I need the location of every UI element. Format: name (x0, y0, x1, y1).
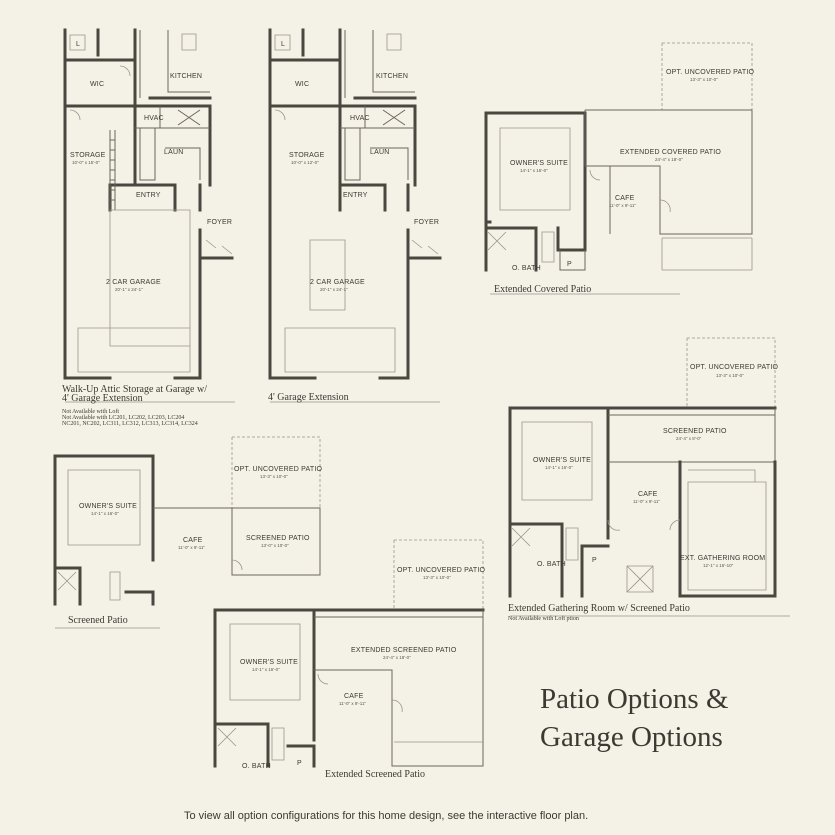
plan-extended-covered-patio: OPT. UNCOVERED PATIO 13'-3" x 10'-0" OWN… (484, 42, 754, 295)
screened-patio-dim: 13'-0" x 10'-0" (261, 543, 289, 548)
screened-suite-label: OWNER'S SUITE (79, 503, 137, 510)
ext-gathering-opt-patio-label: OPT. UNCOVERED PATIO (690, 364, 778, 371)
ext-gathering-caption: Extended Gathering Room w/ Screened Pati… (508, 603, 690, 614)
ext-gathering-p-label: P (592, 557, 597, 564)
ext-screened-cafe-label: CAFE (344, 693, 364, 700)
garage-ext-laun-label: LAUN (370, 149, 389, 156)
walkup-kitchen-label: KITCHEN (170, 73, 202, 80)
ext-covered-caption: Extended Covered Patio (494, 284, 591, 295)
screened-patio-label: SCREENED PATIO (246, 535, 310, 542)
walkup-wic-label: WIC (90, 81, 104, 88)
ext-gathering-suite-label: OWNER'S SUITE (533, 457, 591, 464)
garage-ext-l-label: L (281, 41, 285, 48)
ext-gathering-patio-dim: 24'-4" x 8'-0" (676, 436, 702, 441)
page-title-line-1: Patio Options & (540, 683, 729, 715)
ext-gathering-cafe-dim: 11'-0" x 9'-11" (633, 499, 660, 504)
garage-ext-entry-label: ENTRY (343, 192, 368, 199)
ext-screened-p-label: P (297, 760, 302, 767)
ext-covered-opt-patio-dim: 13'-3" x 10'-0" (690, 77, 718, 82)
screened-caption: Screened Patio (68, 615, 128, 626)
garage-ext-hvac-label: HVAC (350, 115, 370, 122)
garage-ext-foyer-label: FOYER (414, 219, 439, 226)
ext-screened-cafe-dim: 11'-0" x 9'-11" (339, 701, 366, 706)
ext-covered-cafe-label: CAFE (615, 195, 635, 202)
walkup-note-2: Not Available with LC201, LC202, LC203, … (62, 415, 184, 421)
walkup-hvac-label: HVAC (144, 115, 164, 122)
walkup-entry-label: ENTRY (136, 192, 161, 199)
plan-extended-screened-patio: OPT. UNCOVERED PATIO 13'-3" x 10'-0" OWN… (213, 539, 485, 780)
plan-screened-patio: OPT. UNCOVERED PATIO 13'-3" x 10'-0" OWN… (53, 436, 322, 629)
garage-ext-storage-label: STORAGE (289, 152, 325, 159)
garage-ext-wic-label: WIC (295, 81, 309, 88)
ext-gathering-note: Not Available with Loft ption (508, 615, 579, 622)
ext-covered-opt-patio-label: OPT. UNCOVERED PATIO (666, 69, 754, 76)
ext-gathering-patio-label: SCREENED PATIO (663, 428, 727, 435)
ext-screened-suite-label: OWNER'S SUITE (240, 659, 298, 666)
ext-gathering-cafe-label: CAFE (638, 491, 658, 498)
ext-screened-bath-label: O. BATH (242, 763, 271, 770)
garage-ext-storage-dim: 10'-0" x 12'-0" (291, 160, 319, 165)
ext-covered-patio-label: EXTENDED COVERED PATIO (620, 149, 721, 156)
walkup-storage-label: STORAGE (70, 152, 106, 159)
plan-extended-gathering-room: OPT. UNCOVERED PATIO 13'-3" x 10'-0" OWN… (508, 337, 790, 622)
walkup-laun-label: LAUN (164, 149, 183, 156)
ext-covered-cafe-dim: 11'-0" x 9'-11" (609, 203, 636, 208)
ext-gathering-bath-label: O. BATH (537, 561, 566, 568)
ext-covered-suite-label: OWNER'S SUITE (510, 160, 568, 167)
walkup-note-1: Not Available with Loft (62, 408, 119, 415)
ext-covered-patio-dim: 24'-4" x 18'-0" (655, 157, 683, 162)
ext-screened-opt-patio-label: OPT. UNCOVERED PATIO (397, 567, 485, 574)
walkup-garage-label: 2 CAR GARAGE (106, 279, 161, 286)
screened-cafe-dim: 11'-0" x 9'-11" (178, 545, 205, 550)
walkup-note-3: NC201, NC202, LC311, LC312, LC313, LC314… (62, 421, 198, 427)
garage-ext-kitchen-label: KITCHEN (376, 73, 408, 80)
garage-ext-garage-label: 2 CAR GARAGE (310, 279, 365, 286)
plan-walkup-attic: L WIC KITCHEN HVAC LAUN STORAGE 10'-0" x… (62, 28, 235, 427)
page-title-line-2: Garage Options (540, 721, 723, 753)
walkup-storage-dim: 10'-0" x 15'-0" (72, 160, 100, 165)
walkup-foyer-label: FOYER (207, 219, 232, 226)
ext-screened-patio-dim: 24'-4" x 18'-0" (383, 655, 411, 660)
ext-screened-suite-dim: 14'-1" x 16'-0" (252, 667, 280, 672)
walkup-garage-dim: 20'-1" x 24'-1" (115, 287, 143, 292)
ext-gathering-room-label: EXT. GATHERING ROOM (680, 555, 765, 562)
ext-covered-suite-dim: 14'-1" x 16'-0" (520, 168, 548, 173)
screened-opt-patio-label: OPT. UNCOVERED PATIO (234, 466, 322, 473)
footer-note: To view all option configurations for th… (184, 810, 588, 822)
ext-covered-bath-label: O. BATH (512, 265, 541, 272)
walkup-caption-2: 4' Garage Extension (62, 393, 143, 404)
ext-screened-caption: Extended Screened Patio (325, 769, 425, 780)
ext-screened-opt-patio-dim: 13'-3" x 10'-0" (423, 575, 451, 580)
screened-cafe-label: CAFE (183, 537, 203, 544)
screened-suite-dim: 14'-1" x 16'-0" (91, 511, 119, 516)
walkup-l-label: L (76, 41, 80, 48)
ext-gathering-room-dim: 12'-1" x 16'-10" (703, 563, 734, 568)
garage-ext-garage-dim: 20'-1" x 24'-1" (320, 287, 348, 292)
ext-screened-patio-label: EXTENDED SCREENED PATIO (351, 647, 457, 654)
ext-gathering-opt-patio-dim: 13'-3" x 10'-0" (716, 373, 744, 378)
walkup-caption-1: Walk-Up Attic Storage at Garage w/ (62, 384, 207, 395)
plan-garage-extension: L WIC KITCHEN HVAC LAUN STORAGE 10'-0" x… (268, 28, 442, 403)
garage-ext-caption: 4' Garage Extension (268, 392, 349, 403)
ext-gathering-suite-dim: 14'-1" x 16'-0" (545, 465, 573, 470)
ext-covered-p-label: P (567, 261, 572, 268)
screened-opt-patio-dim: 13'-3" x 10'-0" (260, 474, 288, 479)
